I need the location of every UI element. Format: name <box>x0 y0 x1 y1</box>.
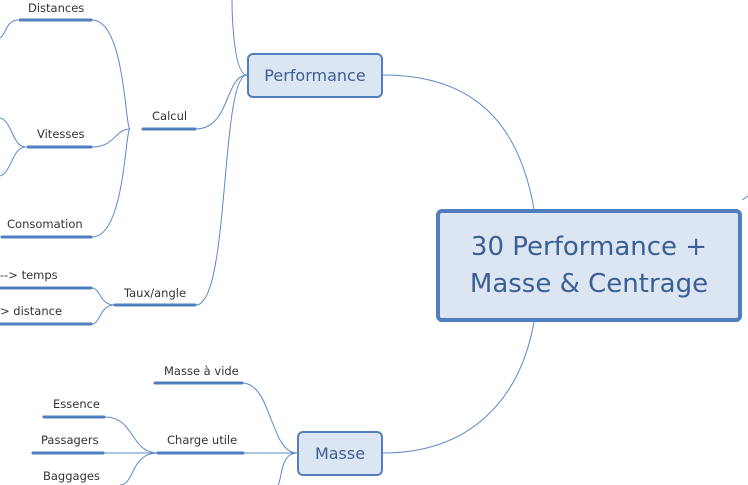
connector-calcul-distances <box>91 19 131 130</box>
central-title-line1: 30 Performance + <box>470 231 708 262</box>
connector-central-offscreen <box>741 195 748 201</box>
performance-node[interactable]: Performance <box>247 53 383 98</box>
topic-consomation[interactable]: Consomation <box>7 217 83 231</box>
topic-essence[interactable]: Essence <box>53 397 101 411</box>
topic-temps[interactable]: --> temps <box>0 268 58 282</box>
connector-performance-taux <box>195 74 248 306</box>
connector-performance-top <box>231 0 248 76</box>
performance-label: Performance <box>264 66 366 85</box>
connector-masse-bottom <box>277 452 298 485</box>
connector-charge-essence <box>104 416 159 454</box>
connector-vitesses-left-down <box>0 146 27 177</box>
connector-performance-calcul <box>195 74 248 130</box>
topic-taux-angle[interactable]: Taux/angle <box>124 286 187 300</box>
masse-node[interactable]: Masse <box>297 431 383 476</box>
connector-calcul-vitesses <box>91 128 131 148</box>
label-underlines <box>0 18 245 455</box>
connector-taux-distance <box>91 304 115 325</box>
connector-masse-vide <box>241 382 298 454</box>
connector-taux-temps <box>91 287 115 306</box>
central-topic-node[interactable]: 30 Performance + Masse & Centrage <box>436 209 742 322</box>
masse-label: Masse <box>314 444 366 463</box>
connector-calcul-consomation <box>91 128 131 238</box>
connector-central-performance <box>382 74 535 210</box>
connector-charge-baggages <box>119 452 159 485</box>
topic-masse-a-vide[interactable]: Masse à vide <box>164 364 239 378</box>
topic-distances[interactable]: Distances <box>28 1 85 15</box>
connector-distances-left <box>0 19 19 39</box>
connector-central-masse <box>382 321 535 454</box>
topic-charge-utile[interactable]: Charge utile <box>167 433 238 447</box>
connector-vitesses-left-up <box>0 117 27 148</box>
topic-distance[interactable]: > distance <box>0 304 63 318</box>
topic-baggages[interactable]: Baggages <box>43 469 100 483</box>
topic-calcul[interactable]: Calcul <box>152 109 188 123</box>
central-topic-title: 30 Performance + Masse & Centrage <box>470 229 708 303</box>
topic-vitesses[interactable]: Vitesses <box>37 127 85 141</box>
topic-passagers[interactable]: Passagers <box>41 433 99 447</box>
central-title-line2: Masse & Centrage <box>469 268 709 299</box>
